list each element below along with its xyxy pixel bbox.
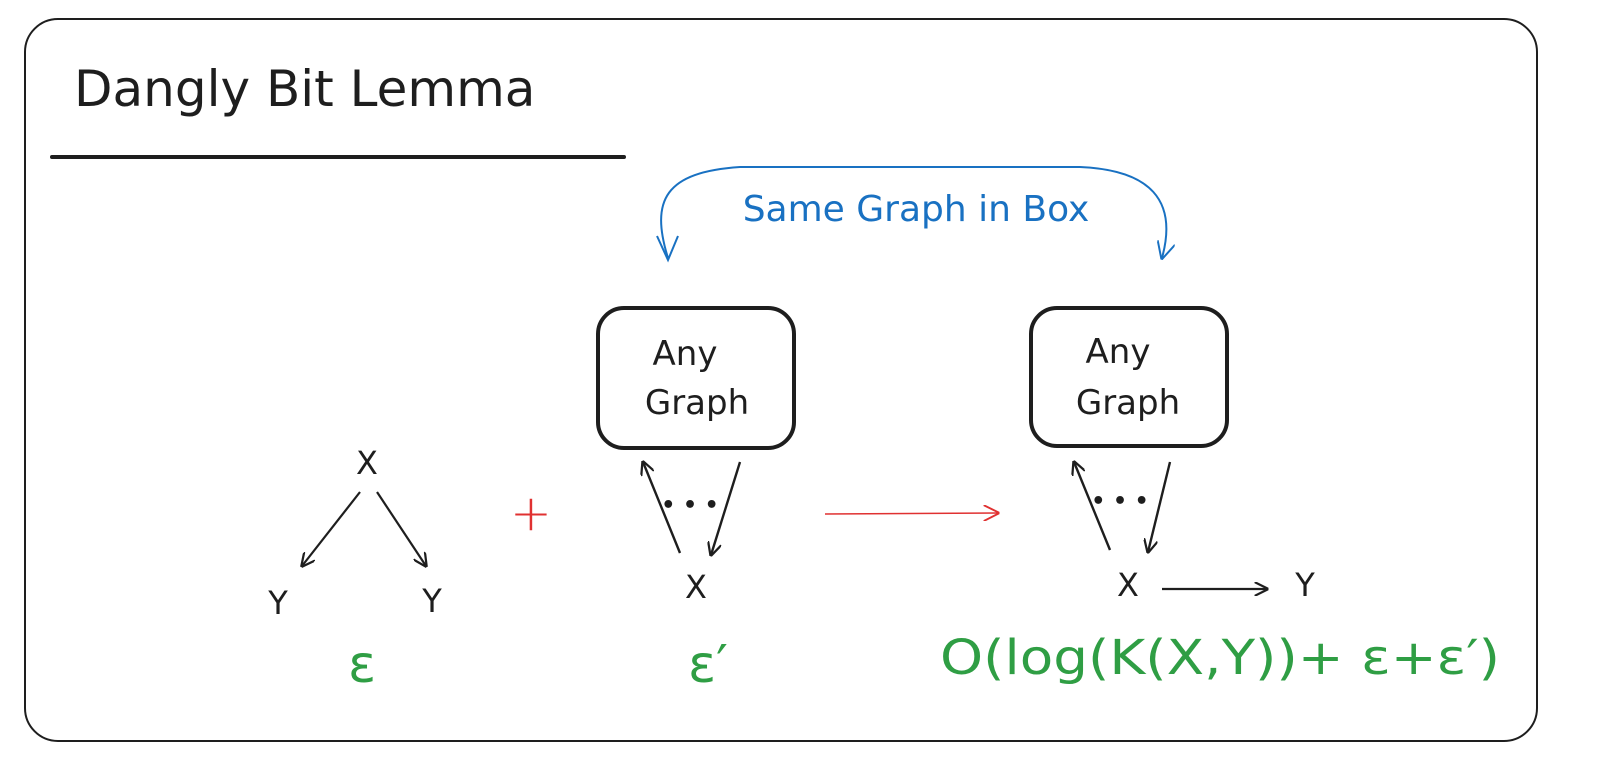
middle-node-x: X	[685, 568, 707, 606]
result-edge-up	[1074, 462, 1112, 551]
middle-ellipsis: • • •	[661, 493, 719, 518]
result-edge-down	[1148, 461, 1172, 552]
middle-edge-down	[711, 461, 742, 555]
fork-node-y-left: Y	[267, 584, 288, 622]
epsilon-label: ε	[348, 635, 376, 695]
result-node-y: Y	[1294, 566, 1315, 604]
box-1-line1: Any	[653, 334, 718, 374]
fork-node-y-right: Y	[421, 582, 442, 620]
result-ellipsis: • • •	[1091, 489, 1149, 514]
fork-edge-left	[302, 491, 361, 566]
box-2-line1: Any	[1086, 332, 1151, 372]
box-1-line2: Graph	[645, 383, 749, 423]
same-graph-bracket-arrow	[660, 166, 1166, 258]
complexity-formula: O(log(K(X,Y))+ ε+ε′)	[940, 630, 1500, 686]
middle-edge-up	[643, 462, 682, 554]
fork-node-x: X	[356, 444, 378, 482]
title: Dangly Bit Lemma	[74, 60, 535, 118]
bracket-label: Same Graph in Box	[743, 189, 1090, 230]
result-node-x: X	[1117, 566, 1139, 604]
epsilon-prime-label: ε′	[688, 635, 728, 695]
same-graph-bracket-left-head	[656, 235, 679, 263]
fork-edge-right	[376, 491, 426, 566]
plus-sign: +	[510, 484, 552, 542]
any-graph-box-1	[596, 306, 796, 450]
box-2-line2: Graph	[1076, 383, 1180, 423]
any-graph-box-2	[1029, 306, 1229, 448]
implies-arrow	[824, 513, 998, 514]
diagram-frame	[24, 18, 1538, 742]
